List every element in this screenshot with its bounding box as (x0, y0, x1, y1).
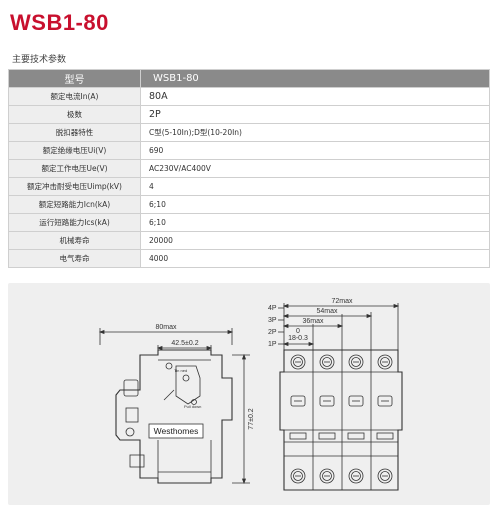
row-label: 额定冲击耐受电压Uimp(kV) (8, 177, 141, 196)
pole-label-1p: 1P (268, 341, 277, 348)
dim-1p: 18-0.3 (288, 335, 308, 342)
pole-label-3p: 3P (268, 317, 277, 324)
row-label: 额定电流In(A) (8, 87, 141, 106)
dim-3p: 54max (316, 308, 338, 315)
spec-table: 型号 WSB1-80 额定电流In(A) 80A 极数 2P 脱扣器特性 C型(… (8, 69, 490, 268)
row-value: 4000 (140, 249, 490, 268)
header-value: WSB1-80 (140, 69, 490, 88)
row-label: 机械寿命 (8, 231, 141, 250)
table-row: 额定电流In(A) 80A (8, 87, 490, 106)
brand-label: Westhomes (154, 426, 199, 436)
section-subtitle: 主要技术参数 (12, 55, 67, 65)
row-label: 额定短路能力Icn(kA) (8, 195, 141, 214)
width-dimension: 80max (155, 324, 177, 331)
off-indicator-label: Pull down (184, 404, 201, 409)
row-label: 运行短路能力Ics(kA) (8, 213, 141, 232)
table-row: 电气寿命 4000 (8, 249, 490, 268)
table-header-row: 型号 WSB1-80 (8, 69, 490, 88)
table-row: 额定工作电压Ue(V) AC230V/AC400V (8, 159, 490, 178)
table-row: 额定短路能力Icn(kA) 6;10 (8, 195, 490, 214)
pole-label-2p: 2P (268, 329, 277, 336)
row-label: 极数 (8, 105, 141, 124)
table-row: 机械寿命 20000 (8, 231, 490, 250)
on-indicator-label: Tin ned (174, 368, 187, 373)
table-row: 额定冲击耐受电压Uimp(kV) 4 (8, 177, 490, 196)
drawing-panel (8, 283, 490, 505)
table-row: 极数 2P (8, 105, 490, 124)
pole-label-4p: 4P (268, 305, 277, 312)
front-view-drawing (278, 303, 403, 491)
row-label: 脱扣器特性 (8, 123, 141, 142)
inner-dimension: 42.5±0.2 (171, 340, 198, 347)
row-label: 额定工作电压Ue(V) (8, 159, 141, 178)
brand-plate (148, 423, 204, 439)
dim-1p-tolerance: 0 (296, 328, 300, 335)
side-view-drawing (98, 328, 250, 485)
header-label: 型号 (8, 69, 141, 88)
table-row: 运行短路能力Ics(kA) 6;10 (8, 213, 490, 232)
height-dimension: 77±0.2 (248, 408, 255, 429)
dim-4p: 72max (331, 298, 353, 305)
dim-2p: 36max (302, 318, 324, 325)
row-label: 电气寿命 (8, 249, 141, 268)
product-title: WSB1-80 (10, 10, 109, 35)
table-row: 脱扣器特性 C型(5-10In);D型(10-20In) (8, 123, 490, 142)
